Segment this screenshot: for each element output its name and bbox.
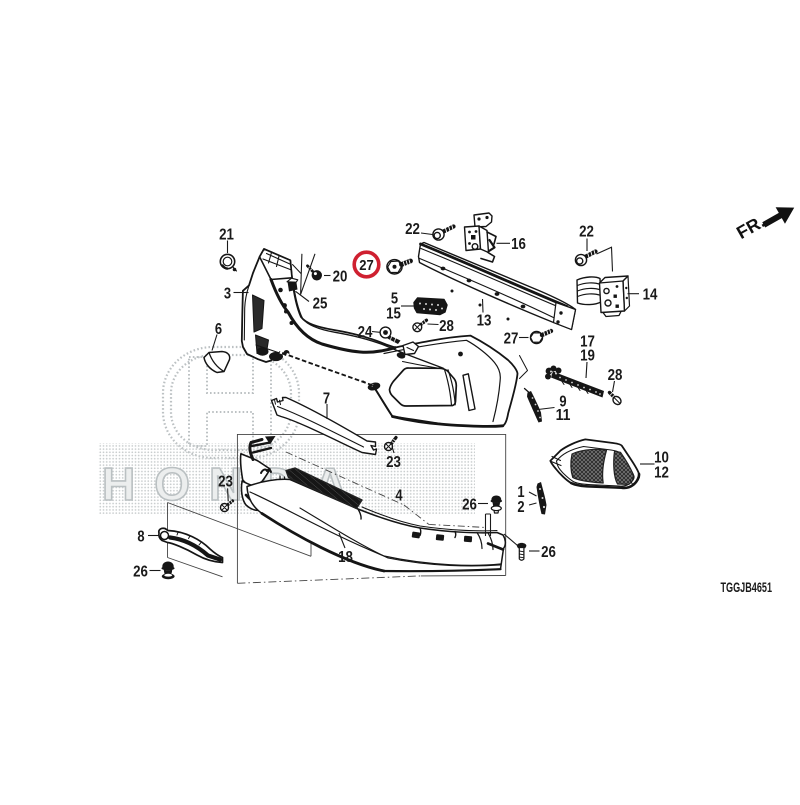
svg-text:27: 27 — [359, 257, 374, 274]
svg-text:18: 18 — [338, 549, 353, 566]
svg-text:19: 19 — [580, 348, 595, 365]
svg-text:3: 3 — [224, 286, 232, 303]
svg-text:24: 24 — [358, 324, 373, 341]
svg-text:13: 13 — [477, 313, 492, 330]
svg-text:TGGJB4651: TGGJB4651 — [721, 579, 773, 595]
svg-text:6: 6 — [215, 321, 223, 338]
svg-text:11: 11 — [556, 407, 571, 424]
svg-text:28: 28 — [608, 367, 623, 384]
svg-text:28: 28 — [439, 318, 454, 335]
svg-text:27: 27 — [504, 331, 519, 348]
svg-text:23: 23 — [386, 454, 401, 471]
svg-text:25: 25 — [313, 296, 328, 313]
svg-text:22: 22 — [405, 221, 420, 238]
svg-text:8: 8 — [137, 529, 145, 546]
svg-text:2: 2 — [517, 499, 524, 516]
svg-text:26: 26 — [462, 497, 477, 514]
svg-text:21: 21 — [219, 227, 234, 244]
svg-text:16: 16 — [511, 236, 526, 253]
svg-text:17: 17 — [580, 334, 595, 351]
svg-text:14: 14 — [643, 287, 658, 304]
svg-text:22: 22 — [579, 224, 594, 241]
svg-text:10: 10 — [654, 450, 669, 467]
svg-text:4: 4 — [395, 488, 403, 505]
svg-text:23: 23 — [218, 474, 233, 491]
svg-text:12: 12 — [654, 465, 669, 482]
svg-text:15: 15 — [386, 306, 401, 323]
svg-text:5: 5 — [391, 291, 399, 308]
svg-text:26: 26 — [133, 564, 148, 581]
svg-text:1: 1 — [517, 484, 525, 501]
svg-text:26: 26 — [541, 544, 556, 561]
svg-text:9: 9 — [559, 394, 567, 411]
svg-text:20: 20 — [333, 269, 348, 286]
svg-text:7: 7 — [323, 391, 330, 408]
